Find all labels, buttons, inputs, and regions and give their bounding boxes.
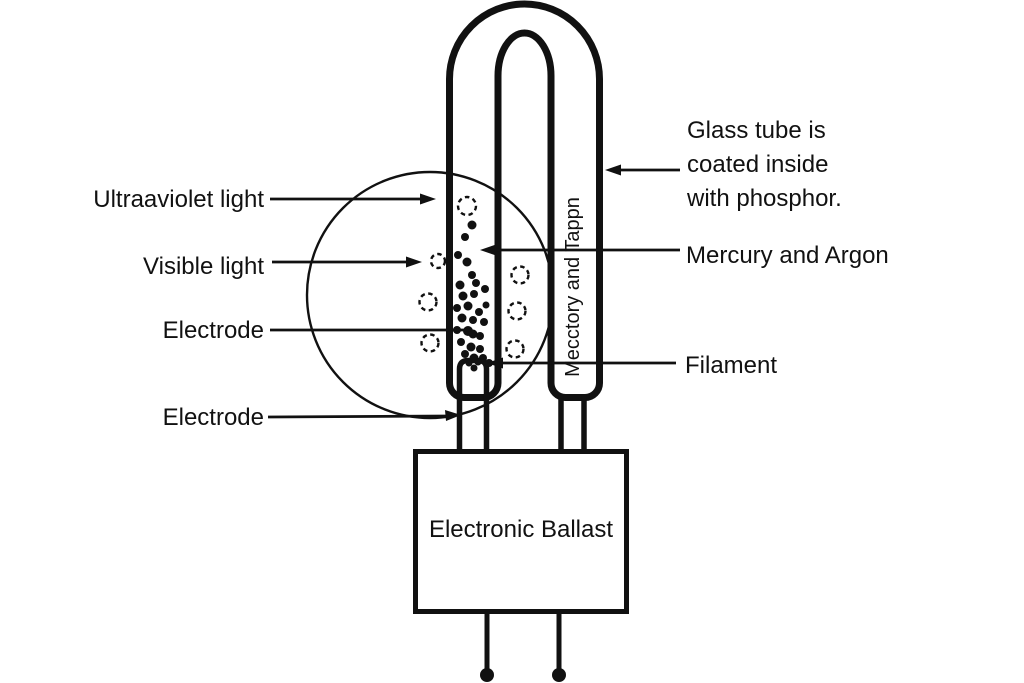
label-electronic-ballast: Electronic Ballast xyxy=(428,516,614,543)
mercury-atom-dot xyxy=(470,290,478,298)
mercury-atom-dot xyxy=(457,313,467,323)
visible-light-arrow xyxy=(272,256,422,268)
mercury-atom-dot xyxy=(463,301,473,311)
mercury-atom-dot xyxy=(466,342,476,352)
mercury-atom-dot xyxy=(470,364,478,372)
mercury-atom-dot xyxy=(458,291,468,301)
ballast-box xyxy=(413,449,629,614)
mercury-atom-dot xyxy=(474,358,482,366)
label-tube-vertical-text: Mecctory and Tappn xyxy=(562,197,584,377)
mercury-atom-dot xyxy=(462,257,472,267)
argon-atom-dashed-circle xyxy=(420,333,440,353)
pin-left-tip xyxy=(480,668,494,682)
mercury-atom-dot xyxy=(461,233,469,241)
filament-arrow xyxy=(487,357,676,369)
argon-atom-dashed-circle xyxy=(510,265,530,285)
magnifier-circle xyxy=(305,170,555,420)
argon-atom-dashed-circle xyxy=(507,301,527,321)
mercury-argon-arrow xyxy=(480,244,680,256)
argon-atom-dashed-circle xyxy=(456,195,478,217)
label-filament: Filament xyxy=(685,352,778,379)
label-electrode-bottom: Electrode xyxy=(162,404,264,431)
mercury-atom-dot xyxy=(468,271,476,279)
glass-tube-outline xyxy=(446,0,603,401)
mercury-atom-dot xyxy=(472,279,480,287)
mercury-atom-dot xyxy=(476,345,484,353)
mercury-atom-dot xyxy=(467,220,477,230)
argon-atoms-dashed-circles xyxy=(418,195,530,359)
argon-atom-dashed-circle xyxy=(429,252,447,270)
mercury-atom-dot xyxy=(453,304,461,312)
label-electrode-top: Electrode xyxy=(162,317,264,344)
label-ultraviolet-light: Ultraaviolet light xyxy=(93,186,264,213)
electrode-bottom-arrow xyxy=(267,410,461,421)
ultraviolet-arrow xyxy=(270,193,436,205)
argon-atom-dashed-circle xyxy=(505,339,525,359)
mercury-atom-dot xyxy=(465,359,473,367)
glass-tube-arrow xyxy=(605,164,680,176)
mercury-atom-dot xyxy=(455,280,465,290)
mercury-atom-dot xyxy=(457,338,465,346)
label-visible-light: Visible light xyxy=(143,253,264,280)
mercury-atom-dot xyxy=(475,308,483,316)
mercury-atoms-dots xyxy=(453,220,493,372)
mercury-atom-dot xyxy=(469,316,477,324)
mercury-atom-dot xyxy=(482,301,490,309)
argon-atom-dashed-circle xyxy=(418,292,438,312)
label-glass-tube-phosphor: Glass tube is coated inside with phospho… xyxy=(687,117,842,212)
mercury-atom-dot xyxy=(481,285,489,293)
mercury-atom-dot xyxy=(461,350,469,358)
mercury-atom-dot xyxy=(480,318,488,326)
pin-right-tip xyxy=(552,668,566,682)
mercury-atom-dot xyxy=(479,354,487,362)
mercury-atom-dot xyxy=(476,332,484,340)
mercury-atom-dot xyxy=(454,251,462,259)
mercury-atom-dot xyxy=(468,329,478,339)
label-mercury-argon: Mercury and Argon xyxy=(686,242,889,269)
